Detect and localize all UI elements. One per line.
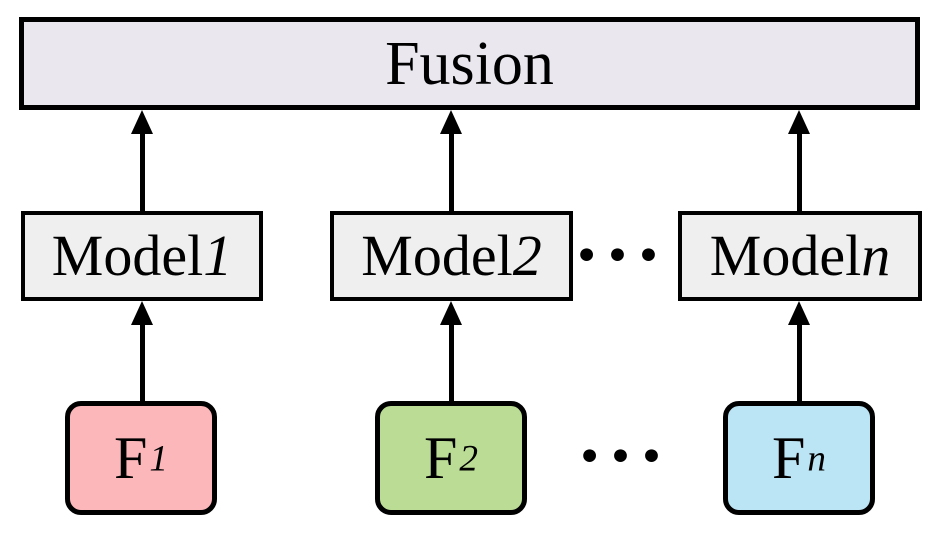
arrow-stem — [139, 322, 145, 401]
arrow-f1-to-model1 — [131, 301, 153, 401]
arrowhead-icon — [440, 301, 462, 325]
feature2-label-subscript: 2 — [459, 438, 478, 480]
fusion-box: Fusion — [19, 17, 920, 110]
arrow-stem — [139, 131, 145, 211]
arrow-f2-to-model2 — [440, 301, 462, 401]
arrow-fn-to-modeln — [788, 301, 810, 401]
arrow-stem — [796, 322, 802, 401]
feature2-label-base: F — [424, 425, 458, 491]
arrow-model1-to-fusion — [131, 110, 153, 211]
feature1-label-base: F — [114, 425, 148, 491]
arrow-model2-to-fusion — [440, 110, 462, 211]
model2-label-index: 2 — [512, 223, 542, 288]
arrowhead-icon — [131, 301, 153, 325]
featuren-label-base: F — [772, 425, 806, 491]
ellipsis-models: ••• — [573, 231, 667, 282]
arrow-stem — [796, 131, 802, 211]
arrowhead-icon — [788, 301, 810, 325]
model2-label-base: Model — [361, 223, 513, 288]
arrow-modeln-to-fusion — [788, 110, 810, 211]
model1-label-base: Model — [51, 223, 204, 288]
model1-label-index: 1 — [203, 223, 233, 288]
fusion-label: Fusion — [385, 29, 554, 98]
modeln-label-index: n — [861, 223, 891, 288]
arrowhead-icon — [788, 110, 810, 134]
modeln-label-base: Model — [709, 223, 862, 288]
feature1-label-subscript: 1 — [149, 438, 168, 480]
ellipsis-features: ••• — [576, 432, 670, 483]
arrowhead-icon — [440, 110, 462, 134]
featuren-label-subscript: n — [807, 438, 826, 480]
arrow-stem — [448, 131, 454, 211]
arrowhead-icon — [131, 110, 153, 134]
arrow-stem — [448, 322, 454, 401]
